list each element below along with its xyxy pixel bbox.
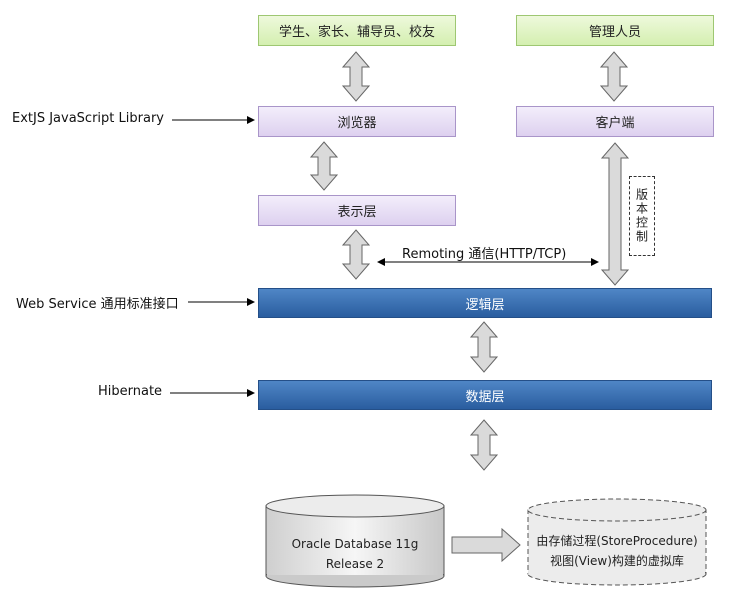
version-control-label: 版本控制 — [634, 188, 649, 244]
data-layer-box: 数据层 — [258, 380, 712, 410]
oracle-line2: Release 2 — [325, 557, 385, 571]
users-label: 学生、家长、辅导员、校友 — [278, 25, 435, 40]
oracle-cylinder — [265, 494, 445, 588]
virtual-db-text: 由存储过程(StoreProcedure) 视图(View)构建的虚拟库 — [530, 531, 704, 571]
webservice-label: Web Service 通用标准接口 — [16, 297, 179, 312]
arrow-presentation-logic — [341, 229, 371, 280]
virtual-line1: 由存储过程(StoreProcedure) — [536, 534, 698, 548]
browser-label: 浏览器 — [337, 116, 377, 131]
presentation-box: 表示层 — [258, 195, 456, 226]
admin-box: 管理人员 — [516, 15, 714, 46]
oracle-line1: Oracle Database 11g — [291, 537, 419, 551]
hibernate-label: Hibernate — [98, 384, 163, 399]
logic-layer-label: 逻辑层 — [465, 297, 505, 313]
browser-box: 浏览器 — [258, 106, 456, 137]
version-control-box: 版本控制 — [629, 176, 655, 256]
virtual-db-cylinder — [527, 498, 707, 586]
arrow-client-logic — [600, 142, 630, 286]
admin-label: 管理人员 — [588, 25, 641, 40]
arrow-users-browser — [341, 51, 371, 102]
logic-layer-box: 逻辑层 — [258, 288, 712, 318]
virtual-line2: 视图(View)构建的虚拟库 — [550, 554, 684, 568]
client-label: 客户端 — [595, 116, 635, 131]
presentation-label: 表示层 — [337, 205, 377, 220]
oracle-db-text: Oracle Database 11g Release 2 — [272, 534, 438, 574]
client-box: 客户端 — [516, 106, 714, 137]
data-layer-label: 数据层 — [465, 389, 505, 405]
arrow-admin-client — [599, 51, 629, 102]
arrow-browser-presentation — [309, 141, 339, 191]
remoting-label: Remoting 通信(HTTP/TCP) — [402, 247, 567, 262]
arrow-oracle-virtual — [451, 527, 521, 563]
users-box: 学生、家长、辅导员、校友 — [258, 15, 456, 46]
arrow-data-db — [469, 419, 499, 471]
extjs-label: ExtJS JavaScript Library — [12, 111, 164, 126]
arrow-logic-data — [469, 321, 499, 373]
